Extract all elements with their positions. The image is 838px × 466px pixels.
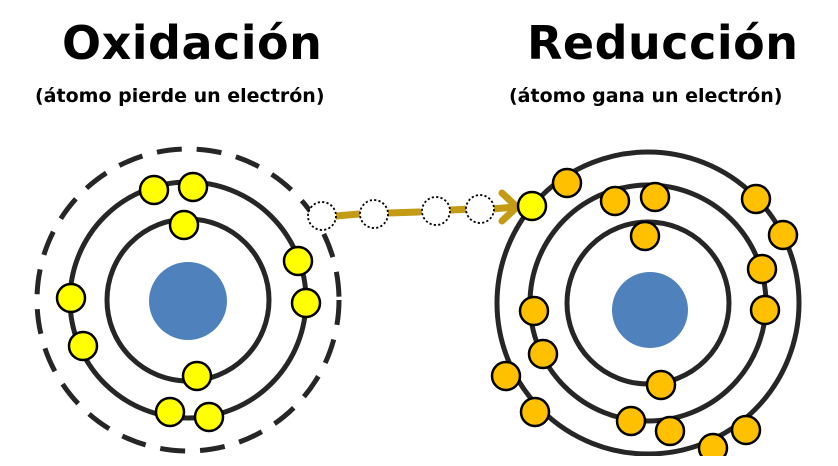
- oxidation-electron-7: [67, 330, 99, 362]
- reduction-outer-orbit: [494, 149, 802, 456]
- reduction-electron-4: [629, 220, 661, 252]
- reduction-atom: [490, 149, 802, 456]
- oxidation-title: Oxidación: [62, 16, 323, 70]
- gained-electron: [516, 190, 548, 222]
- reduction-title: Reducción: [527, 16, 799, 70]
- oxidation-electron-10: [193, 401, 225, 433]
- reduction-electron-6: [767, 219, 799, 251]
- oxidation-electron-5: [290, 287, 322, 319]
- oxidation-electron-3: [168, 209, 200, 241]
- electron-transfer: [307, 189, 521, 231]
- reduction-electron-9: [518, 295, 550, 327]
- oxidation-electron-2: [177, 171, 209, 203]
- transfer-dash-1: [332, 210, 363, 220]
- reduction-electron-10: [527, 338, 559, 370]
- reduction-electron-8: [749, 294, 781, 326]
- transfer-dash-4: [488, 203, 518, 213]
- oxidation-electrons: [55, 171, 322, 433]
- oxidation-atom: [34, 146, 342, 454]
- reduction-electrons: [490, 167, 799, 456]
- oxidation-nucleus: [149, 262, 227, 340]
- reduction-nucleus: [612, 272, 688, 348]
- oxidation-electron-6: [55, 282, 87, 314]
- reduction-electron-15: [654, 415, 686, 447]
- reduction-electron-13: [645, 369, 677, 401]
- reduction-electron-17: [730, 414, 762, 446]
- dotted-electron-circle-3: [421, 196, 451, 226]
- reduction-electron-2: [599, 185, 631, 217]
- reduction-electron-11: [490, 360, 522, 392]
- oxidation-subtitle: (átomo pierde un electrón): [35, 85, 325, 107]
- reduction-electron-1: [551, 167, 583, 199]
- reduction-electron-3: [639, 181, 671, 213]
- oxidation-electron-8: [181, 360, 213, 392]
- dotted-electron-circle-1: [307, 201, 337, 231]
- reduction-subtitle: (átomo gana un electrón): [509, 85, 783, 107]
- oxidation-outer-lost-shell: [34, 146, 342, 454]
- reduction-electron-16: [697, 432, 729, 456]
- transfer-dash-2: [384, 208, 423, 217]
- reduction-electron-12: [519, 396, 551, 428]
- dotted-electron-circle-4: [465, 194, 495, 224]
- oxidation-electron-4: [282, 245, 314, 277]
- dotted-electron-circle-2: [359, 199, 389, 229]
- reduction-electron-14: [615, 405, 647, 437]
- oxidation-electron-9: [154, 396, 186, 428]
- reduction-electron-5: [740, 183, 772, 215]
- reduction-electron-7: [746, 253, 778, 285]
- oxidation-electron-1: [138, 174, 170, 206]
